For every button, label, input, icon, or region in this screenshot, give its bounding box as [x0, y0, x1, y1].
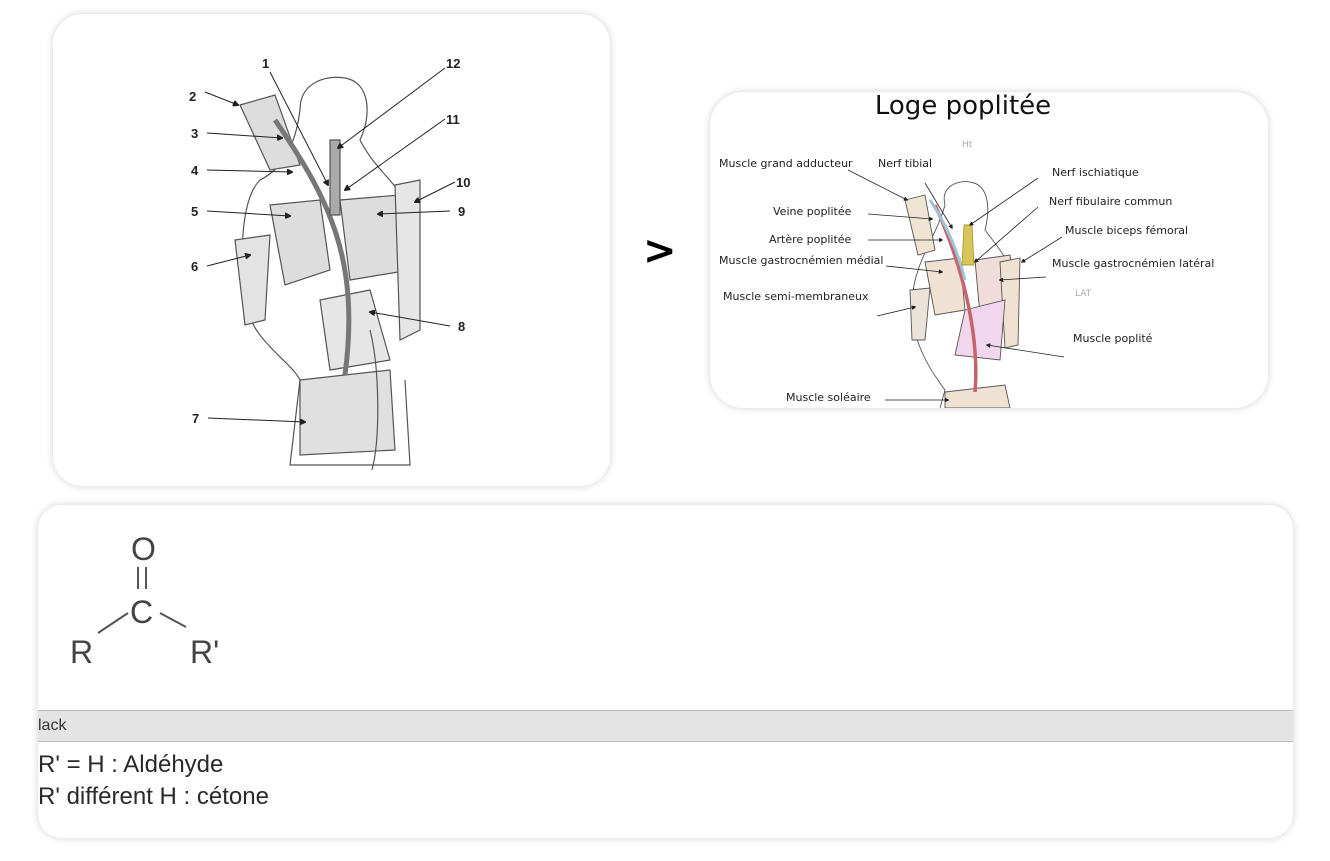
popliteal-fossa-diagram: Loge poplitée Ht LAT Muscle grand adduct…: [710, 92, 1268, 408]
handwritten-note-top: Ht: [962, 140, 973, 150]
aldehyde-rule: R' = H : Aldéhyde: [38, 751, 224, 778]
number-label: 5: [191, 204, 198, 219]
popliteal-drawing: Loge poplitée Ht LAT Muscle grand adduct…: [719, 92, 1214, 408]
label-grand-adducteur: Muscle grand adducteur: [719, 157, 853, 170]
carbonyl-structure: O C R R': [70, 531, 219, 670]
label-semi-membraneux: Muscle semi-membraneux: [723, 290, 869, 303]
number-label: 12: [446, 56, 460, 71]
number-label: 3: [191, 126, 198, 141]
diagram-title: Loge poplitée: [875, 92, 1051, 121]
number-label: 1: [262, 56, 269, 71]
header-bar-text: lack: [38, 717, 67, 734]
ketone-rule: R' différent H : cétone: [38, 783, 269, 810]
label-muscle-soleaire: Muscle soléaire: [786, 391, 871, 404]
greater-than-sign: >: [643, 228, 677, 274]
number-label: 10: [456, 175, 470, 190]
header-bar: lack: [38, 710, 1293, 742]
handwritten-note-lateral: LAT: [1075, 289, 1092, 299]
atom-oxygen: O: [131, 531, 156, 567]
label-gastrocnemien-medial: Muscle gastrocnémien médial: [719, 254, 883, 267]
label-biceps-femoral: Muscle biceps fémoral: [1065, 224, 1188, 237]
label-veine-poplitee: Veine poplitée: [773, 205, 852, 218]
number-label: 11: [446, 112, 460, 127]
number-label: 8: [458, 319, 465, 334]
atom-r-prime: R': [190, 634, 219, 670]
atom-r: R: [70, 634, 93, 670]
label-artere-poplitee: Artère poplitée: [769, 233, 852, 246]
label-nerf-ischiatique: Nerf ischiatique: [1052, 166, 1139, 179]
number-label: 6: [191, 259, 198, 274]
label-muscle-poplite: Muscle poplité: [1073, 332, 1153, 345]
number-label: 7: [192, 411, 199, 426]
knee-diagram-numbered: 1 2 3 4 5 6 7 8 9 10 11 12: [53, 14, 610, 486]
label-nerf-tibial: Nerf tibial: [878, 157, 932, 170]
number-label: 9: [458, 204, 465, 219]
carbonyl-formula-panel: O C R R' lack R' = H : Aldéhyde R' diffé…: [38, 505, 1293, 838]
atom-carbon: C: [130, 594, 153, 630]
label-gastrocnemien-lateral: Muscle gastrocnémien latéral: [1052, 257, 1214, 270]
number-label: 4: [191, 163, 199, 178]
label-nerf-fibulaire: Nerf fibulaire commun: [1049, 195, 1172, 208]
knee-drawing: 1 2 3 4 5 6 7 8 9 10 11 12: [189, 56, 470, 471]
number-label: 2: [189, 89, 196, 104]
